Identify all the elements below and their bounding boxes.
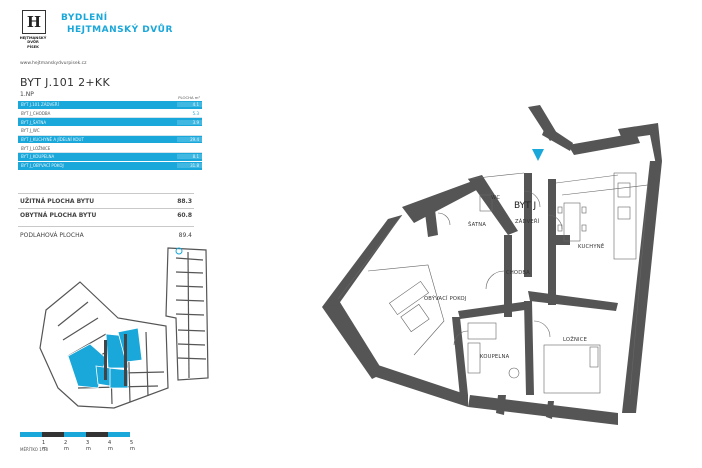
room-label-satna: ŠATNA xyxy=(468,222,487,228)
building-key-plan xyxy=(39,247,209,409)
divider xyxy=(18,208,194,209)
room-row: BYT J_KUCHYNĚ A JÍDELNÍ KOUT 29.4 xyxy=(18,135,202,145)
room-area: 31.8 xyxy=(177,163,202,169)
room-area: 3.9 xyxy=(177,119,202,125)
usable-area-row: UŽITNÁ PLOCHA BYTU 88.3 xyxy=(20,198,192,205)
room-label-koupelna: KOUPELNA xyxy=(480,354,510,360)
logo-monogram: H xyxy=(22,10,46,34)
room-row: BYT J_ŠATNA 3.9 xyxy=(18,118,202,128)
room-row: BYT J_CHODBA 5.3 xyxy=(18,110,202,119)
room-name: BYT J_WC xyxy=(21,128,40,134)
unit-label: BYT J xyxy=(514,201,537,211)
scale-label: 1 m xyxy=(42,440,47,452)
scale-caption: MĚŘÍTKO 1:50 xyxy=(20,447,49,452)
website-url[interactable]: www.hejtmanskydvurpisek.cz xyxy=(20,61,87,66)
scale-segment xyxy=(86,432,108,437)
logo-text-line2: DVŮR xyxy=(27,40,39,45)
room-name: BYT J_OBÝVACÍ POKOJ xyxy=(21,163,64,169)
compass-icon xyxy=(175,247,183,255)
usable-area-value: 88.3 xyxy=(177,198,192,205)
room-label-zadveri: ZÁDVEŘÍ xyxy=(515,219,540,225)
floor-plan xyxy=(322,105,662,425)
scale-segment xyxy=(64,432,86,437)
room-row: BYT J_KOUPELNA 8.1 xyxy=(18,153,202,162)
room-area: 8.1 xyxy=(177,154,202,160)
room-area-table: BYT J.101 ZÁDVEŘÍ 4.1 BYT J_CHODBA 5.3 BYT… xyxy=(18,101,202,171)
room-label-obyvaci: OBÝVACÍ POKOJ xyxy=(424,296,467,302)
room-row: BYT J_WC xyxy=(18,127,202,136)
scale-label: 3 m xyxy=(86,440,91,452)
room-label-wc: WC xyxy=(491,195,501,201)
entrance-arrow-icon xyxy=(532,149,544,161)
floor-area-label: PODLAHOVÁ PLOCHA xyxy=(20,232,84,239)
room-label-chodba: CHODBA xyxy=(506,270,530,276)
floor-area-value: 89.4 xyxy=(178,232,192,239)
room-name: BYT J_LOŽNICE xyxy=(21,145,51,151)
living-area-row: OBYTNÁ PLOCHA BYTU 60.8 xyxy=(20,212,192,219)
room-label-kuchyne: KUCHYNĚ xyxy=(578,244,605,250)
brand-line2: HEJTMANSKÝ DVŮR xyxy=(67,25,173,35)
brand-line1: BYDLENÍ xyxy=(61,13,108,23)
area-column-header: PLOCHA m² xyxy=(178,95,200,100)
scale-segment xyxy=(108,432,130,437)
logo-text-line1: HEJTMANSKÝ xyxy=(19,36,47,40)
logo-text: HEJTMANSKÝ DVŮR PÍSEK xyxy=(15,36,51,49)
scale-label: 4 m xyxy=(108,440,113,452)
room-row: BYT J_OBÝVACÍ POKOJ 31.8 xyxy=(18,161,202,171)
room-name: BYT J.101 ZÁDVEŘÍ xyxy=(21,102,59,108)
usable-area-label: UŽITNÁ PLOCHA BYTU xyxy=(20,198,95,205)
room-row: BYT J_LOŽNICE xyxy=(18,144,202,154)
room-name: BYT J_ŠATNA xyxy=(21,119,47,125)
divider xyxy=(18,226,194,227)
living-area-value: 60.8 xyxy=(177,212,192,219)
room-name: BYT J_KUCHYNĚ A JÍDELNÍ KOUT xyxy=(21,137,84,143)
apartment-title: BYT J.101 2+KK xyxy=(20,76,110,89)
room-area: 29.4 xyxy=(177,137,202,143)
scale-segment xyxy=(20,432,42,437)
floor-label: 1.NP xyxy=(20,91,34,98)
room-area: 5.3 xyxy=(192,111,199,117)
floor-area-row: PODLAHOVÁ PLOCHA 89.4 xyxy=(20,232,192,239)
highlighted-apartment xyxy=(67,327,143,389)
living-area-label: OBYTNÁ PLOCHA BYTU xyxy=(20,212,97,219)
room-area: 4.1 xyxy=(177,102,202,108)
room-row: BYT J.101 ZÁDVEŘÍ 4.1 xyxy=(18,101,202,110)
room-name: BYT J_KOUPELNA xyxy=(21,154,55,160)
scale-segment xyxy=(42,432,64,437)
room-label-loznice: LOŽNICE xyxy=(563,337,588,343)
scale-label: 2 m xyxy=(64,440,69,452)
room-name: BYT J_CHODBA xyxy=(21,111,51,117)
divider xyxy=(18,193,194,194)
logo-text-line3: PÍSEK xyxy=(27,44,39,49)
scale-label: 5 m xyxy=(130,440,135,452)
brand-name: BYDLENÍ HEJTMANSKÝ DVŮR xyxy=(61,12,173,36)
